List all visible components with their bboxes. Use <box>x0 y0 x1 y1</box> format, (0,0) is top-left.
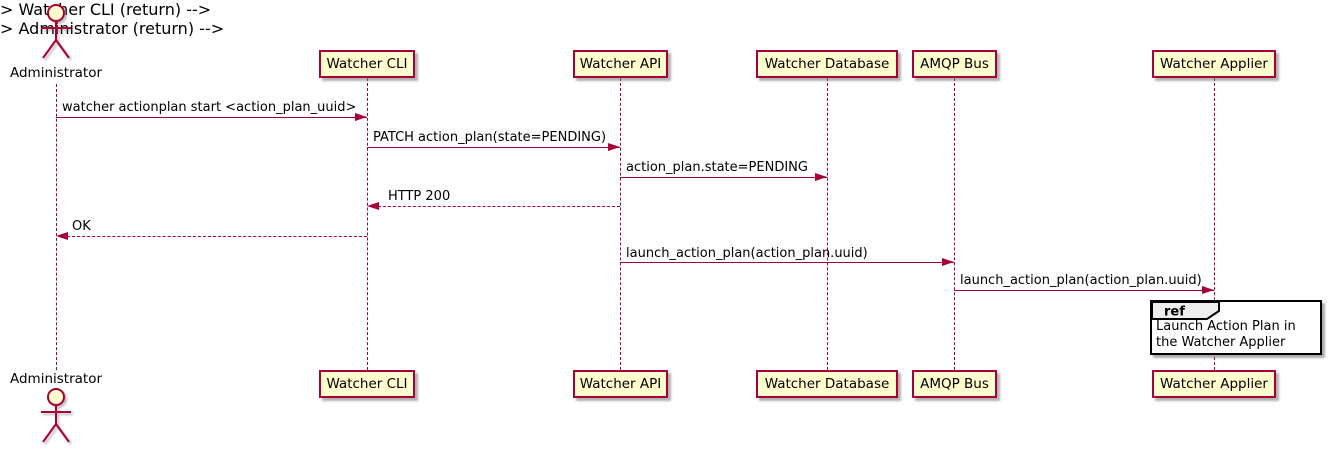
arrowhead-right-icon <box>942 258 954 266</box>
message-line <box>67 236 367 237</box>
lifeline-watcher-database <box>827 78 828 370</box>
actor-label-top: Administrator <box>9 65 103 81</box>
arrowhead-left-icon <box>367 202 379 210</box>
participant-top-watcher-api: Watcher API <box>573 50 668 78</box>
participant-bottom-watcher-api: Watcher API <box>573 370 668 398</box>
participant-top-watcher-database: Watcher Database <box>756 50 898 78</box>
arrowhead-right-icon <box>815 173 827 181</box>
lifeline-administrator <box>56 84 57 370</box>
message-label: launch_action_plan(action_plan.uuid) <box>626 246 868 261</box>
ref-keyword: ref <box>1164 305 1185 320</box>
message-line <box>56 117 367 118</box>
actor-label-bottom: Administrator <box>9 371 103 387</box>
message-label: OK <box>72 219 91 234</box>
message-label: launch_action_plan(action_plan.uuid) <box>960 273 1202 288</box>
message-line <box>620 177 827 178</box>
message-label: PATCH action_plan(state=PENDING) <box>373 130 607 145</box>
participant-bottom-watcher-applier: Watcher Applier <box>1152 370 1276 398</box>
message-line <box>620 262 954 263</box>
participant-bottom-watcher-cli: Watcher CLI <box>319 370 415 398</box>
lifeline-watcher-applier <box>1214 78 1215 370</box>
ref-fragment: ref Launch Action Plan in the Watcher Ap… <box>1150 300 1322 355</box>
ref-text: Launch Action Plan in the Watcher Applie… <box>1156 319 1296 350</box>
arrowhead-right-icon <box>355 113 367 121</box>
actor-icon-bottom <box>41 388 71 443</box>
arrowhead-right-icon <box>608 143 620 151</box>
message-line <box>954 290 1214 291</box>
message-label: HTTP 200 <box>388 189 451 204</box>
lifeline-amqp-bus <box>954 78 955 370</box>
participant-top-watcher-applier: Watcher Applier <box>1152 50 1276 78</box>
lifeline-watcher-cli <box>367 78 368 370</box>
lifeline-watcher-api <box>620 78 621 370</box>
actor-icon-top <box>41 4 71 59</box>
participant-top-watcher-cli: Watcher CLI <box>319 50 415 78</box>
arrowhead-left-icon <box>56 232 68 240</box>
message-line <box>367 147 620 148</box>
message-line <box>378 206 620 207</box>
participant-bottom-watcher-database: Watcher Database <box>756 370 898 398</box>
message-label: watcher actionplan start <action_plan_uu… <box>62 100 357 115</box>
participant-bottom-amqp-bus: AMQP Bus <box>912 370 997 398</box>
participant-top-amqp-bus: AMQP Bus <box>912 50 997 78</box>
ref-tab-icon: ref <box>1151 301 1220 320</box>
arrowhead-right-icon <box>1202 286 1214 294</box>
message-label: action_plan.state=PENDING <box>626 160 808 175</box>
